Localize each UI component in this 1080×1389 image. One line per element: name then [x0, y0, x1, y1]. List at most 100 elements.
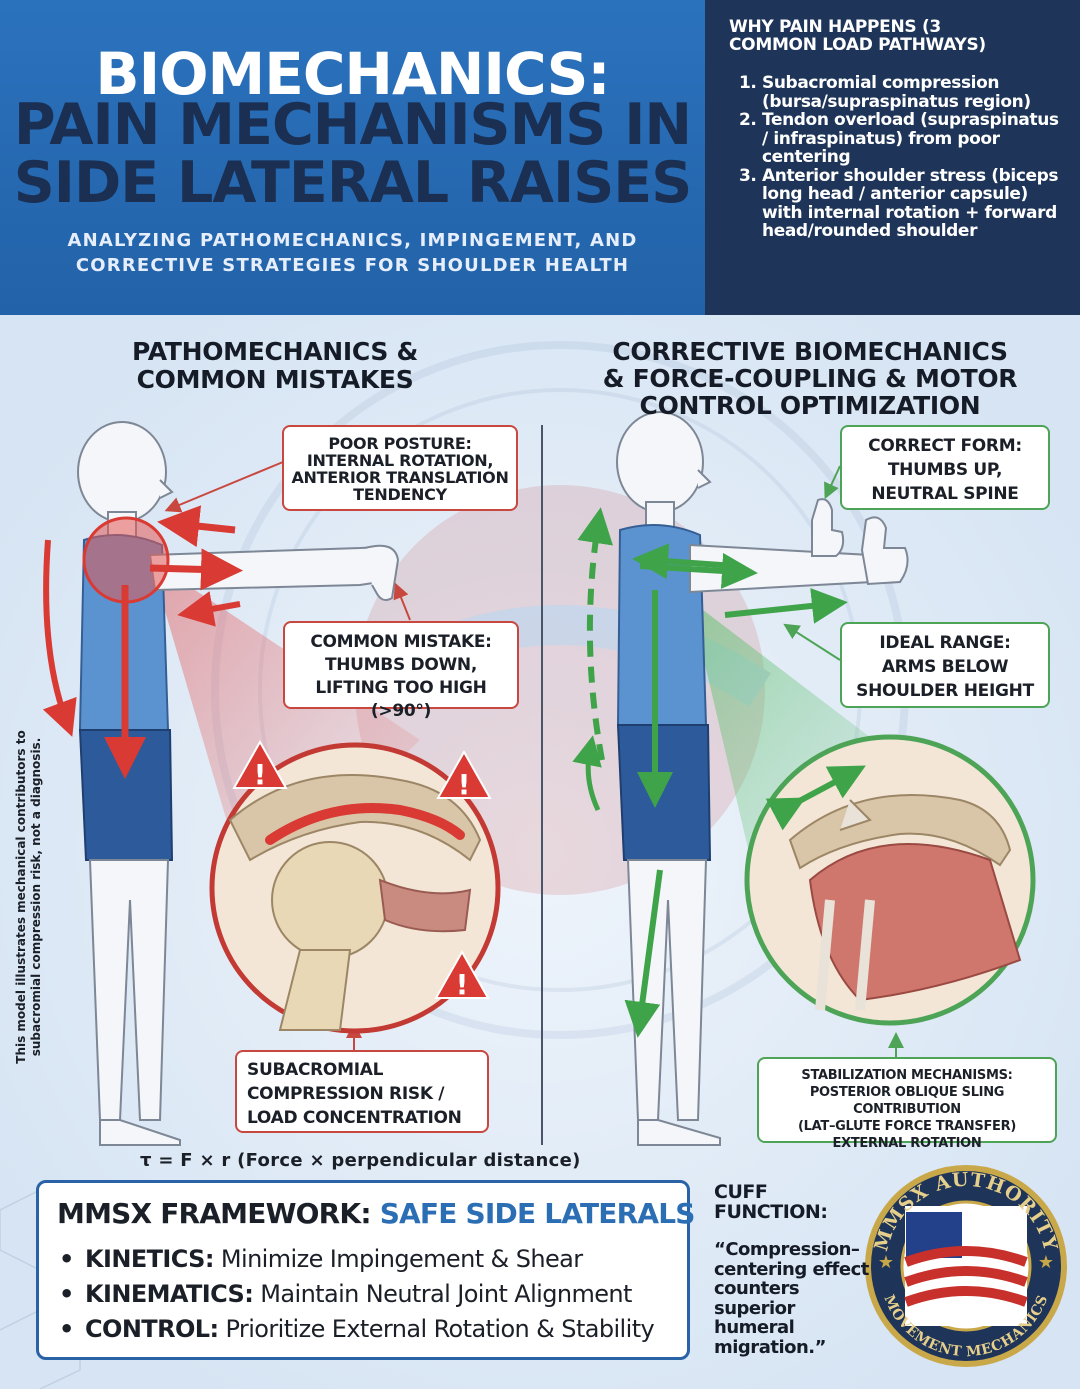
cuff-function-quote: “Compression–centering effect counters s… [714, 1239, 869, 1358]
humerus-shaft [278, 949, 352, 1031]
callout-line: NEUTRAL SPINE [871, 484, 1019, 504]
pathomechanics-title: PATHOMECHANICS & COMMON MISTAKES [80, 338, 470, 394]
arrow-green-dashed [577, 507, 614, 761]
pathomechanics-title-line1: PATHOMECHANICS & [132, 337, 418, 366]
muscle [378, 878, 472, 933]
framework-heading-accent: SAFE SIDE LATERALS [379, 1197, 696, 1230]
why-pain-list: 1.Subacromial compression (bursa/suprasp… [739, 74, 1069, 241]
arrow-green-double [765, 765, 866, 831]
inflamed-tendon [265, 803, 465, 845]
callout-ideal-range: IDEAL RANGE: ARMS BELOW SHOULDER HEIGHT [840, 622, 1050, 708]
section-divider [541, 425, 543, 1145]
list-text: Anterior shoulder stress (biceps long he… [762, 165, 1059, 241]
corrective-title: CORRECTIVE BIOMECHANICS & FORCE-COUPLING… [590, 338, 1030, 419]
callout-subacromial-compression: SUBACROMIAL COMPRESSION RISK / LOAD CONC… [235, 1050, 489, 1133]
framework-item-label: KINETICS: [85, 1245, 214, 1273]
page-title-line2: PAIN MECHANISMS IN [13, 92, 692, 158]
zoom-cone-red [150, 560, 420, 900]
callout-stabilization: STABILIZATION MECHANISMS: POSTERIOR OBLI… [757, 1057, 1057, 1151]
star-icon: ★ [878, 1252, 894, 1273]
callout-line: LIFTING TOO HIGH (>90°) [315, 678, 487, 721]
callout-line: IDEAL RANGE: [879, 633, 1011, 653]
callout-line: CORRECT FORM: [868, 436, 1022, 456]
tendon [855, 899, 875, 1011]
thumbs-up-hand-small [811, 498, 845, 557]
list-item: • KINETICS: Minimize Impingement & Shear [59, 1245, 583, 1273]
framework-item-text: Minimize Impingement & Shear [220, 1245, 583, 1273]
tendon [815, 899, 835, 1011]
head [616, 411, 704, 513]
cuff-title-line1: CUFF [714, 1181, 768, 1203]
flag-stripes [904, 1246, 1028, 1307]
callout-line: INTERNAL ROTATION, [306, 451, 494, 470]
arrow-red [177, 591, 241, 627]
bullet-icon: • [59, 1315, 74, 1343]
page-title-main: PAIN MECHANISMS IN SIDE LATERAL RAISES [0, 96, 705, 212]
zoom-cone-green [690, 600, 900, 900]
callout-line: EXTERNAL ROTATION [832, 1136, 982, 1151]
list-item: 1.Subacromial compression (bursa/suprasp… [739, 74, 1069, 111]
bullet-icon: • [59, 1245, 74, 1273]
framework-box: MMSX FRAMEWORK: SAFE SIDE LATERALS • KINE… [36, 1180, 695, 1360]
callout-line: TENDENCY [353, 485, 447, 504]
cuff-function-title: CUFF FUNCTION: [714, 1182, 854, 1222]
svg-text:!: ! [254, 758, 267, 791]
arrow-green [724, 587, 848, 624]
callout-line: SHOULDER HEIGHT [856, 681, 1034, 701]
feet [637, 1119, 721, 1146]
callout-line: POSTERIOR OBLIQUE SLING CONTRIBUTION [809, 1085, 1005, 1117]
subtitle-line2: CORRECTIVE STRATEGIES FOR SHOULDER HEALT… [75, 255, 630, 276]
corrective-title-line2: & FORCE-COUPLING & MOTOR [602, 364, 1018, 393]
stabilized-zoom [744, 734, 1036, 1026]
thumbs-up-hand [860, 516, 909, 586]
warning-icon: ! [436, 749, 492, 801]
callout-line: LOAD CONCENTRATION [247, 1108, 462, 1128]
disclaimer-line1: This model illustrates mechanical contri… [14, 730, 28, 1064]
corrective-title-line3: CONTROL OPTIMIZATION [639, 391, 981, 420]
list-number: 3. [739, 165, 757, 186]
head [77, 421, 167, 523]
list-item: •CONTROL: Prioritize External Rotation &… [59, 1315, 655, 1343]
page-title-line3: SIDE LATERAL RAISES [13, 150, 693, 216]
disclaimer-note: This model illustrates mechanical contri… [14, 712, 44, 1082]
callout-line: COMPRESSION RISK / [247, 1084, 445, 1104]
framework-item-label: KINEMATICS: [85, 1280, 254, 1308]
arrow-red [157, 505, 236, 548]
pathomechanics-title-line2: COMMON MISTAKES [136, 365, 414, 394]
disclaimer-line2: subacromial compression risk, not a diag… [29, 737, 43, 1057]
callout-line: SUBACROMIAL [247, 1060, 384, 1080]
callout-line: THUMBS UP, [887, 460, 1003, 480]
left-figure [42, 421, 420, 1146]
corrective-title-line1: CORRECTIVE BIOMECHANICS [612, 337, 1008, 366]
framework-heading: MMSX FRAMEWORK: SAFE SIDE LATERALS [57, 1197, 695, 1230]
thumbs-down-hand [364, 544, 400, 601]
why-pain-title: WHY PAIN HAPPENS (3 COMMON LOAD PATHWAYS… [729, 18, 1069, 54]
arrow-green-curve [572, 735, 602, 812]
subtitle-line1: ANALYZING PATHOMECHANICS, IMPINGEMENT, A… [67, 230, 638, 251]
page-subtitle: ANALYZING PATHOMECHANICS, IMPINGEMENT, A… [30, 228, 675, 278]
humeral-head [271, 841, 389, 959]
callout-correct-form: CORRECT FORM: THUMBS UP, NEUTRAL SPINE [840, 425, 1050, 510]
page-title-line1: BIOMECHANICS: [95, 40, 610, 108]
shorts [616, 724, 712, 861]
arrow-green-leg [624, 869, 663, 1038]
list-number: 2. [739, 110, 757, 130]
callout-common-mistake: COMMON MISTAKE: THUMBS DOWN, LIFTING TOO… [283, 621, 519, 721]
warning-icon: ! [434, 949, 490, 1001]
shorts [78, 729, 174, 861]
framework-item-text: Maintain Neutral Joint Alignment [260, 1280, 632, 1308]
cuff-title-line2: FUNCTION: [714, 1201, 828, 1223]
callout-line: ARMS BELOW [881, 657, 1009, 677]
callout-poor-posture: POOR POSTURE: INTERNAL ROTATION, ANTERIO… [282, 425, 518, 511]
right-figure [572, 411, 909, 1146]
bullet-icon: • [59, 1280, 74, 1308]
warning-icon: ! [232, 739, 288, 791]
callout-line: THUMBS DOWN, [324, 655, 478, 675]
feet [99, 1119, 181, 1146]
callout-line: (LAT–GLUTE FORCE TRANSFER) [798, 1119, 1016, 1134]
framework-heading-prefix: MMSX FRAMEWORK: [57, 1197, 372, 1230]
arrow-red [149, 548, 243, 591]
list-item: 3.Anterior shoulder stress (biceps long … [739, 165, 1069, 241]
list-text: Subacromial compression (bursa/supraspin… [762, 73, 1031, 112]
svg-text:!: ! [458, 768, 471, 801]
